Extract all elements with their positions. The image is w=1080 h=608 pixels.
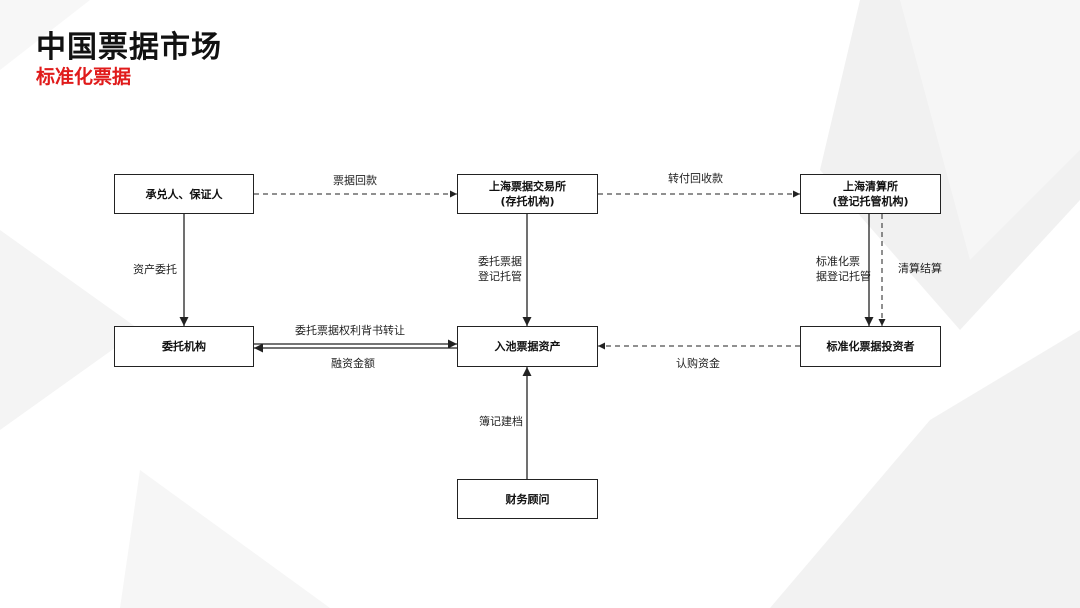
page-title: 中国票据市场: [36, 30, 222, 65]
node-trustee-label: 委托机构: [162, 340, 206, 353]
label-rights-transfer: 委托票据权利背书转让: [295, 324, 405, 337]
node-exchange-line2: (存托机构): [500, 195, 555, 208]
node-advisor-label: 财务顾问: [505, 492, 550, 506]
node-shanghai-exchange: 上海票据交易所 (存托机构): [457, 174, 598, 214]
node-trustee: 委托机构: [114, 326, 254, 367]
label-asset-entrust: 资产委托: [133, 263, 177, 276]
label-settlement: 清算结算: [898, 262, 942, 275]
label-transfer-collection: 转付回收款: [668, 172, 723, 185]
label-standardized-bill: 标准化票 据登记托管: [816, 255, 871, 283]
page-subtitle: 标准化票据: [36, 66, 132, 88]
label-bill-repayment: 票据回款: [333, 174, 377, 187]
node-pool-assets: 入池票据资产: [457, 326, 598, 367]
node-exchange-line1: 上海票据交易所: [489, 180, 566, 193]
label-bookkeeping: 簿记建档: [479, 415, 523, 428]
node-pool-label: 入池票据资产: [494, 340, 561, 353]
node-financial-advisor: 财务顾问: [457, 479, 598, 519]
node-clearing-line2: (登记托管机构): [832, 195, 909, 208]
node-clearing-line1: 上海清算所: [843, 180, 898, 193]
node-acceptor-label: 承兑人、保证人: [145, 187, 223, 201]
node-shanghai-clearing: 上海清算所 (登记托管机构): [800, 174, 941, 214]
node-investor-label: 标准化票据投资者: [826, 340, 915, 353]
node-investor: 标准化票据投资者: [800, 326, 941, 367]
label-subscription-funds: 认购资金: [676, 357, 720, 370]
label-financing-amount: 融资金额: [331, 357, 375, 370]
label-entrust-registration: 委托票据 登记托管: [478, 255, 522, 283]
node-acceptor-guarantor: 承兑人、保证人: [114, 174, 254, 214]
